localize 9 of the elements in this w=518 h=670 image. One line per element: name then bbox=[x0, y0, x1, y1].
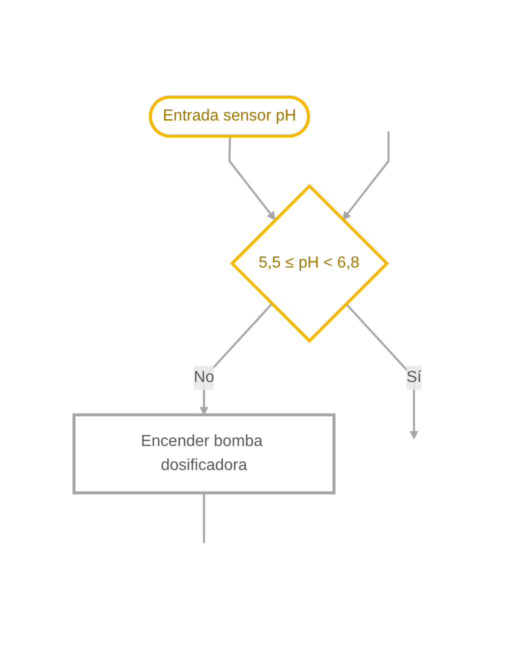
edge-label: No bbox=[194, 368, 214, 386]
edge-label: Sí bbox=[406, 368, 422, 386]
arrow bbox=[200, 303, 273, 416]
arrow bbox=[342, 132, 390, 220]
connector bbox=[203, 492, 205, 543]
node-diamond: 5,5 ≤ pH < 6,8 bbox=[230, 184, 390, 344]
arrow bbox=[345, 303, 418, 440]
arrow bbox=[228, 136, 276, 220]
node-box: Encender bomba dosificadora bbox=[72, 413, 336, 494]
